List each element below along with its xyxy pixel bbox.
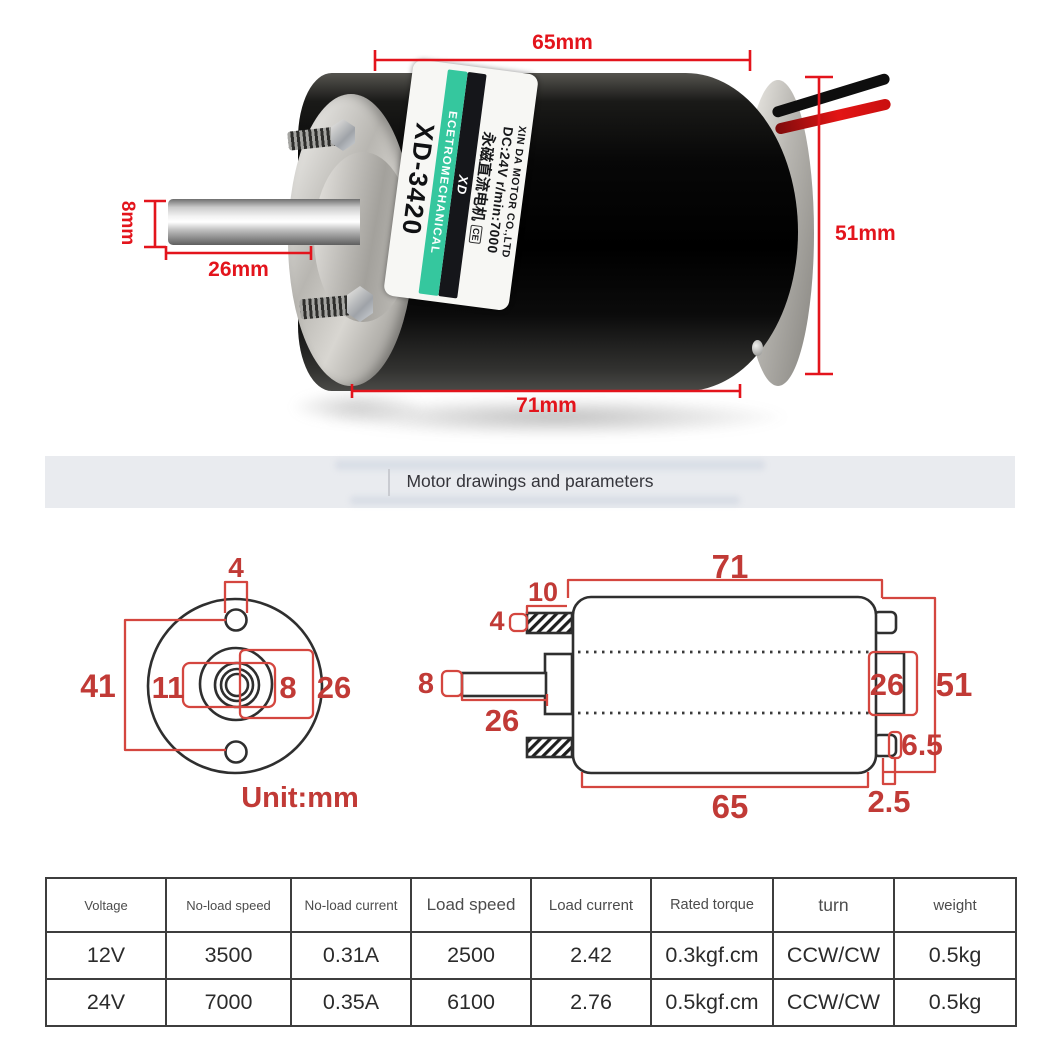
cell-weight-24v: 0.5kg (893, 978, 1017, 1027)
flange-reflection (290, 390, 424, 424)
banner-ghost-text-top (335, 460, 765, 470)
col-no-load-speed: No-load speed (165, 877, 292, 933)
col-load-speed: Load speed (410, 877, 532, 933)
cap-screw (752, 340, 763, 356)
dim-side-shaft-dia: 8 (417, 668, 435, 700)
spec-header-row: Voltage No-load speed No-load current Lo… (45, 877, 1017, 933)
dim-front-flat: 11 (151, 670, 185, 705)
col-rated-torque: Rated torque (650, 877, 774, 933)
cell-load-current-12v: 2.42 (530, 931, 652, 980)
ce-mark: CE (469, 224, 484, 245)
dim-side-total-length: 71 (711, 548, 749, 585)
cell-torque-12v: 0.3kgf.cm (650, 931, 774, 980)
motor-reflection (318, 397, 792, 437)
dim-photo-51mm: 51mm (835, 222, 896, 245)
cell-weight-12v: 0.5kg (893, 931, 1017, 980)
cell-noload-current-12v: 0.31A (290, 931, 412, 980)
cell-turn-24v: CCW/CW (772, 978, 895, 1027)
col-load-current: Load current (530, 877, 652, 933)
cell-voltage-12v: 12V (45, 931, 167, 980)
col-turn: turn (772, 877, 895, 933)
cell-noload-speed-12v: 3500 (165, 931, 292, 980)
dim-front-hole: 4 (228, 552, 244, 583)
dim-side-body-length: 65 (711, 788, 749, 825)
spec-row-24v: 24V 7000 0.35A 6100 2.76 0.5kgf.cm CCW/C… (45, 978, 1017, 1027)
motor-shaft (168, 199, 360, 245)
dim-front-spacing: 41 (80, 668, 116, 704)
dim-side-body-dia: 51 (935, 666, 973, 703)
dim-side-tab-thickness: 2.5 (867, 784, 911, 819)
cell-noload-current-24v: 0.35A (290, 978, 412, 1027)
dim-photo-26mm: 26mm (208, 258, 269, 281)
cell-turn-12v: CCW/CW (772, 931, 895, 980)
dim-side-stud-length: 10 (527, 577, 559, 607)
dim-side-tab-height: 6.5 (901, 729, 943, 762)
banner-title: Motor drawings and parameters (406, 471, 654, 491)
cell-voltage-24v: 24V (45, 978, 167, 1027)
hex-nut-bottom (347, 286, 373, 322)
col-no-load-current: No-load current (290, 877, 412, 933)
spec-row-12v: 12V 3500 0.31A 2500 2.42 0.3kgf.cm CCW/C… (45, 931, 1017, 980)
spec-table: Voltage No-load speed No-load current Lo… (45, 877, 1017, 1027)
col-weight: weight (893, 877, 1017, 933)
dim-front-shaft: 8 (279, 670, 297, 705)
banner-divider-line (388, 469, 390, 496)
dim-front-boss: 26 (316, 670, 352, 705)
cell-load-speed-12v: 2500 (410, 931, 532, 980)
dim-side-boss-dia: 26 (869, 667, 905, 702)
dim-photo-71mm: 71mm (516, 394, 577, 417)
col-voltage: Voltage (45, 877, 167, 933)
drawing-dimension-lines (123, 578, 937, 789)
cell-noload-speed-24v: 7000 (165, 978, 292, 1027)
banner-ghost-text-bottom (350, 496, 740, 505)
section-banner: Motor drawings and parameters (45, 456, 1015, 508)
cell-torque-24v: 0.5kgf.cm (650, 978, 774, 1027)
cell-load-current-24v: 2.76 (530, 978, 652, 1027)
unit-label: Unit:mm (241, 782, 359, 814)
cell-load-speed-24v: 6100 (410, 978, 532, 1027)
dim-photo-8mm: 8mm (117, 200, 138, 246)
dim-side-shaft-length: 26 (484, 703, 520, 738)
side-view-outline (460, 595, 906, 775)
dim-side-stud-dia: 4 (489, 606, 505, 636)
dim-photo-65mm: 65mm (532, 31, 593, 54)
